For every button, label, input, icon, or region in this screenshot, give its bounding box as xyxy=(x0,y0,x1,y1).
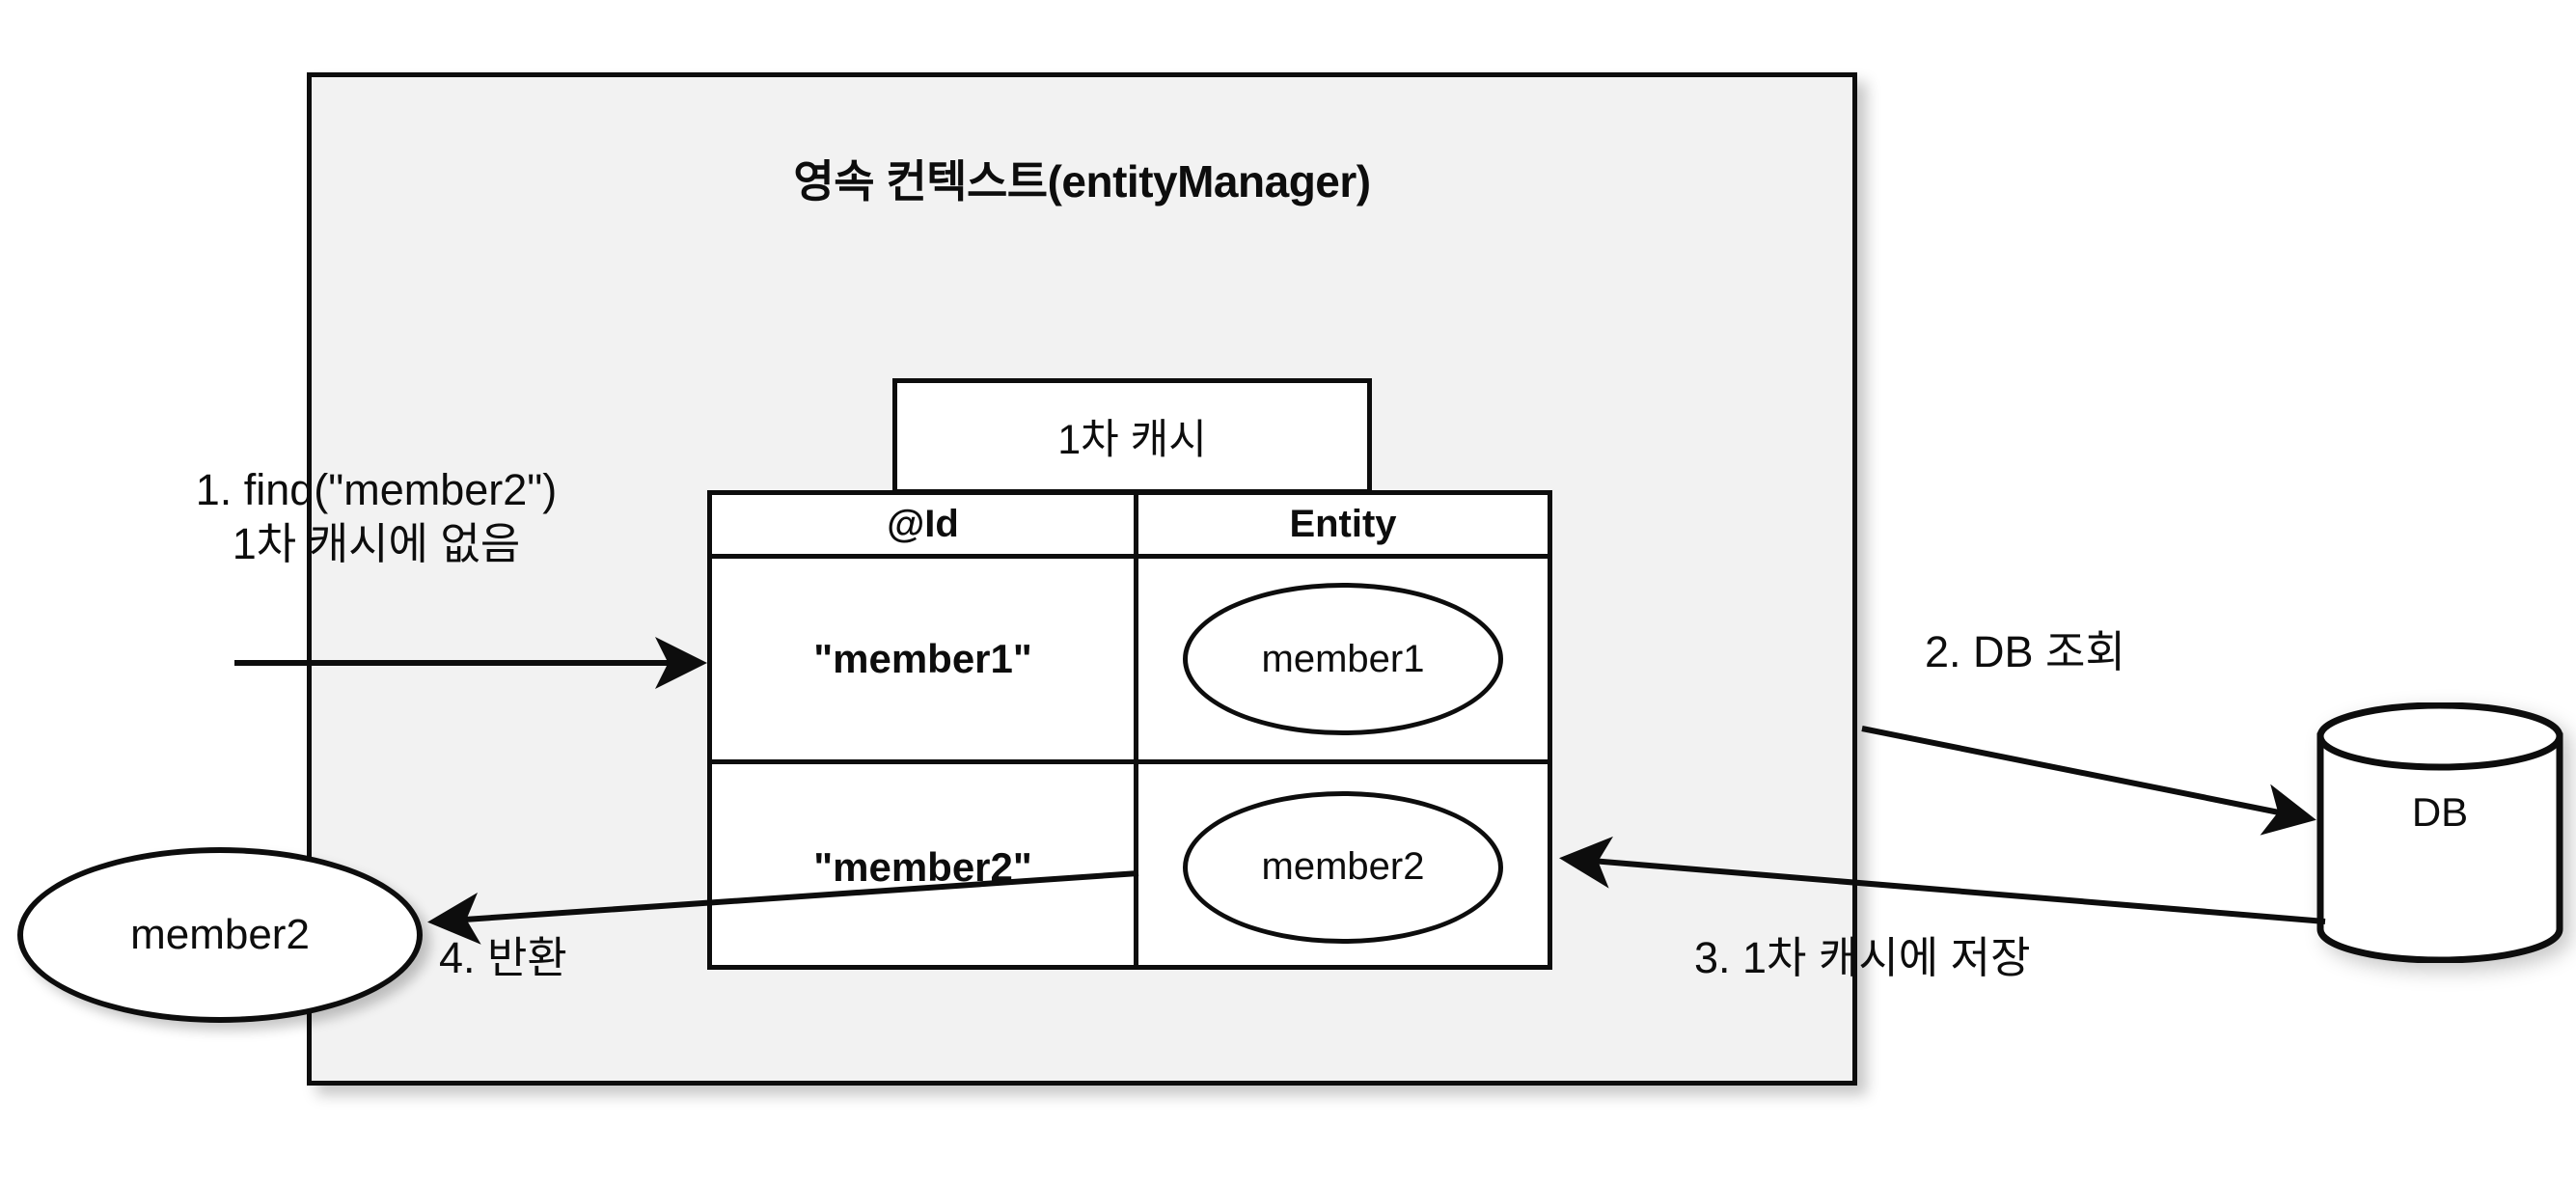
persistence-context-title: 영속 컨텍스트(entityManager) xyxy=(793,156,1371,206)
column-header-id: @Id xyxy=(712,495,1138,554)
first-level-cache-label-box: 1차 캐시 xyxy=(892,378,1372,494)
arrow-db-query xyxy=(1861,726,2316,836)
column-header-entity: Entity xyxy=(1289,503,1397,545)
step-1-line-1: 1. find("member2") xyxy=(195,465,558,514)
step-4-label: 4. 반환 xyxy=(439,933,567,982)
entity-node-member2: member2 xyxy=(1183,790,1503,944)
database-cylinder xyxy=(2316,702,2563,963)
entity-node-member1: member1 xyxy=(1183,583,1503,735)
cell-id-member2: "member2" xyxy=(712,764,1138,970)
step-1-line-2: 1차 캐시에 없음 xyxy=(232,519,521,569)
returned-entity-node: member2 xyxy=(17,847,423,1023)
table-header-row: @Id Entity xyxy=(712,495,1548,559)
step-2-label: 2. DB 조회 xyxy=(1925,627,2125,676)
cell-entity-member1: member1 xyxy=(1138,559,1548,759)
first-level-cache-table: @Id Entity "member1" member1 "member2" m… xyxy=(707,490,1552,970)
database-label: DB xyxy=(2411,789,2469,835)
table-row: "member1" member1 xyxy=(712,559,1548,764)
table-row: "member2" member2 xyxy=(712,764,1548,970)
first-level-cache-label: 1차 캐시 xyxy=(1057,417,1207,463)
step-3-label: 3. 1차 캐시에 저장 xyxy=(1694,933,2031,982)
cell-entity-member2: member2 xyxy=(1138,764,1548,970)
step-1-label: 1. find("member2") 1차 캐시에 없음 xyxy=(87,463,666,572)
cell-id-member1: "member1" xyxy=(712,559,1138,759)
